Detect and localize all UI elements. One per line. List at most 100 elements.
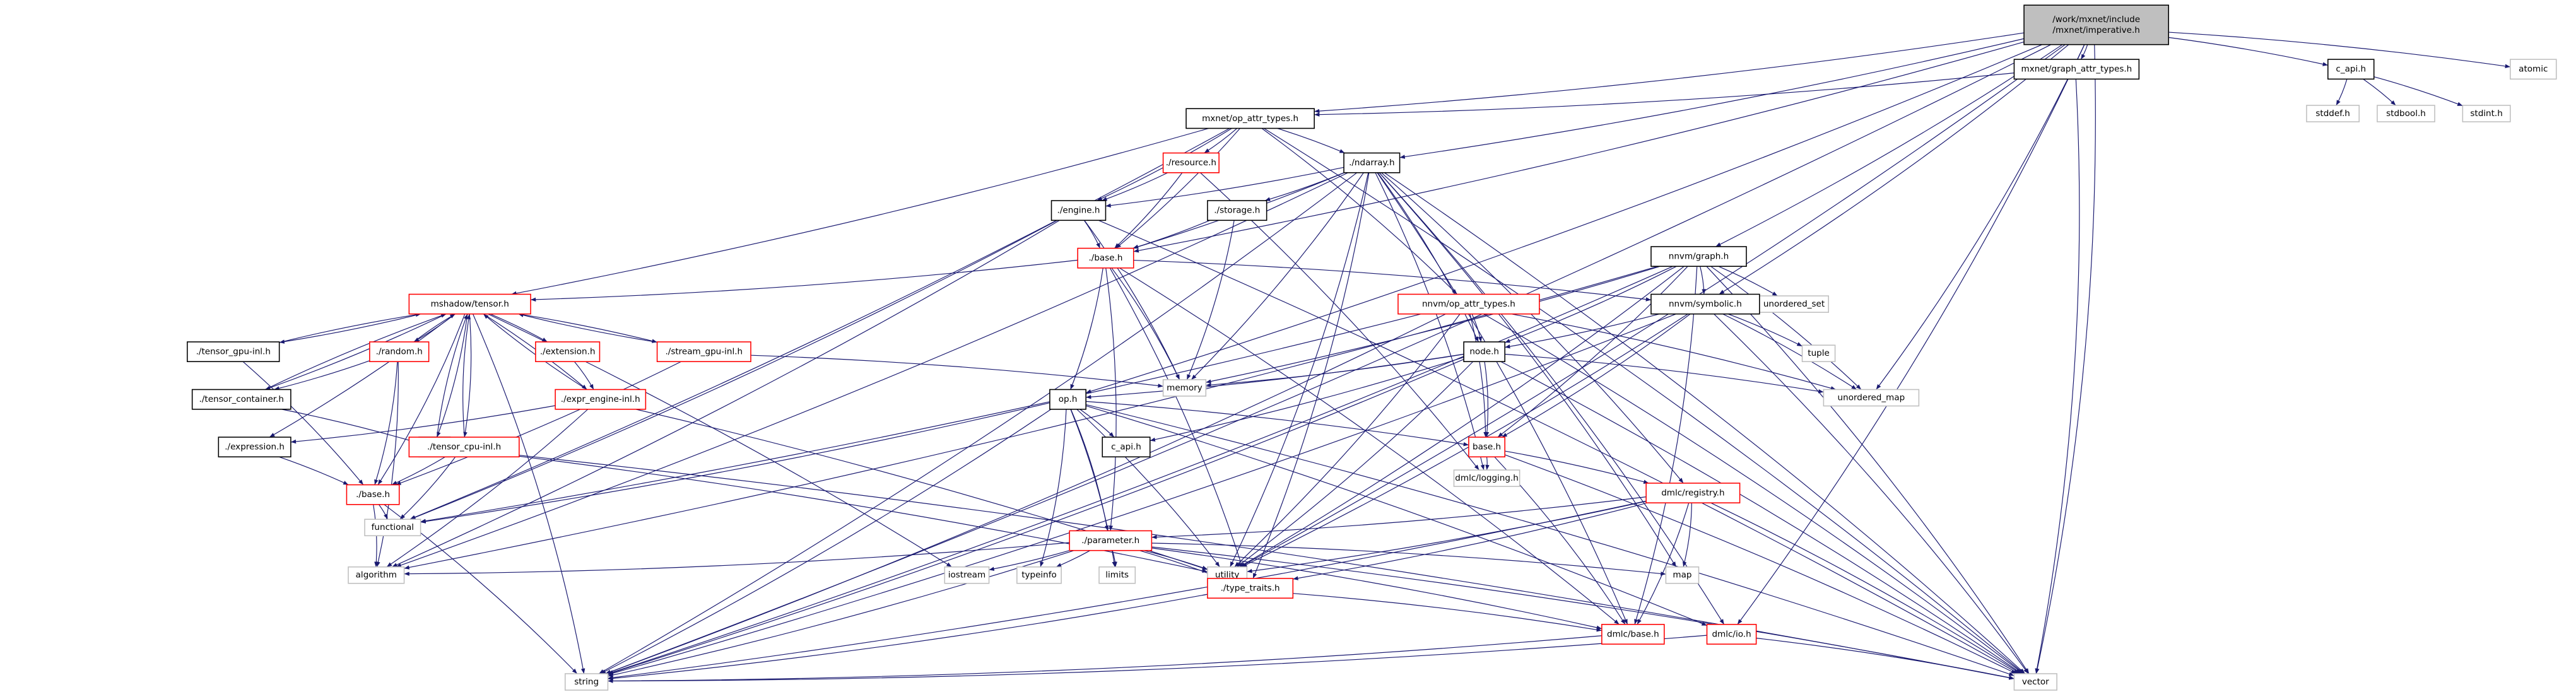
node-dmlc_base[interactable]: dmlc/base.h [1601,624,1665,645]
node-label: node.h [1469,347,1499,357]
edge-imperative-to-op [1086,44,2043,394]
edge-tensor-to-tensor_gpu [279,314,421,344]
node-parameter[interactable]: ./parameter.h [1069,530,1153,551]
edge-graph_attr-to-vector [2035,79,2080,674]
node-box [191,389,291,410]
node-engine[interactable]: ./engine.h [1050,200,1107,221]
node-base_up[interactable]: ./base.h [1077,247,1134,269]
edge-imperative-to-op_attr [1314,32,2025,114]
node-nnvm_base[interactable]: base.h [1468,437,1506,458]
edge-tensor_cpu-to-functional [399,456,456,520]
node-box [656,341,751,363]
node-op[interactable]: op.h [1049,389,1086,410]
node-stddef: stddef.h [2306,105,2360,122]
node-box [1077,247,1134,269]
node-box [1397,293,1540,315]
edge-node-to-string [608,359,1464,675]
node-box [555,389,647,410]
edge-ndarray-to-string [599,172,1358,674]
node-box [1207,200,1267,221]
node-tensor[interactable]: mshadow/tensor.h [408,293,531,315]
node-nnvm_graph[interactable]: nnvm/graph.h [1650,246,1747,267]
node-c_api_top[interactable]: c_api.h [2327,59,2375,80]
edge-imperative-to-nnvm_graph [1715,44,2063,247]
node-label: nnvm/op_attr_types.h [1422,299,1515,309]
edge-stream_gpu-to-tensor [518,313,657,343]
node-op_attr[interactable]: mxnet/op_attr_types.h [1185,108,1315,129]
node-c_api_low[interactable]: c_api.h [1102,437,1151,458]
node-expr_engine[interactable]: ./expr_engine-inl.h [555,389,647,410]
node-random[interactable]: ./random.h [369,341,430,363]
node-box [564,673,609,691]
node-label: utility [1215,570,1239,580]
edge-tensor_container-to-io [281,409,420,444]
node-limits: limits [1098,566,1136,584]
edge-symbolic-to-vector [1714,314,2029,674]
node-box [1645,483,1741,503]
edge-nnvm_graph-to-string [608,266,1673,674]
node-extension[interactable]: ./extension.h [535,341,601,363]
edge-node-to-unordered_map [1505,353,1824,394]
node-expression[interactable]: ./expression.h [218,437,291,458]
node-box [1759,295,1829,313]
edge-op-to-string [600,409,1052,674]
node-box [1207,578,1294,599]
edge-base_up-to-memory [1111,267,1180,380]
node-box [2462,105,2511,122]
edge-tensor-to-stream_gpu [518,314,657,343]
edge-tensor-to-string [473,314,585,674]
node-stream_gpu[interactable]: ./stream_gpu-inl.h [656,341,751,363]
node-tensor_cpu[interactable]: ./tensor_cpu-inl.h [408,437,520,458]
edge-nnvm_graph-to-nnvm_base [1497,266,1688,438]
edge-registry-to-dmlc_base [1637,503,1690,625]
node-box [218,437,291,458]
node-unordered_map: unordered_map [1823,389,1920,407]
edge-imperative-to-vector [2035,44,2096,674]
edge-op-to-dmlc_io [1086,405,1707,626]
node-box [1601,624,1665,645]
edge-engine-to-memory [1084,220,1180,380]
node-label: ./storage.h [1214,206,1260,216]
node-box [1650,293,1760,315]
node-graph_attr[interactable]: mxnet/graph_attr_types.h [2013,59,2140,80]
node-resource[interactable]: ./resource.h [1162,152,1220,173]
edge-tensor_cpu-to-vector [519,455,2014,680]
node-dmlc_io[interactable]: dmlc/io.h [1706,624,1757,645]
node-map: map [1665,566,1700,584]
edge-random-to-base_low [374,361,398,485]
edge-base_up-to-parameter [1105,267,1117,531]
edge-nnvm_opattr-to-node [1471,314,1483,343]
node-label: mshadow/tensor.h [431,299,509,309]
node-box [1162,379,1207,397]
node-label: dmlc/logging.h [1455,473,1519,483]
edge-parameter-to-string [608,550,1074,677]
node-nnvm_opattr[interactable]: nnvm/op_attr_types.h [1397,293,1540,315]
edge-tensor-to-tensor_container [265,314,447,390]
edge-tensor_cpu-to-base_low [391,456,446,486]
node-tensor_container[interactable]: ./tensor_container.h [191,389,291,410]
node-label: /mxnet/imperative.h [2052,25,2140,35]
node-registry[interactable]: dmlc/registry.h [1645,483,1741,503]
edge-tensor-to-base_low [377,314,466,485]
node-label: memory [1167,383,1203,393]
node-label: ./resource.h [1166,158,1216,168]
edge-base_up-to-dmlc_base [1119,267,1620,625]
node-type_traits[interactable]: ./type_traits.h [1207,578,1294,599]
node-label: algorithm [356,570,397,580]
node-symbolic[interactable]: nnvm/symbolic.h [1650,293,1760,315]
node-box [1453,469,1520,487]
node-imperative[interactable]: /work/mxnet/include/mxnet/imperative.h [2023,4,2170,45]
node-storage[interactable]: ./storage.h [1207,200,1267,221]
node-tensor_gpu[interactable]: ./tensor_gpu-inl.h [187,341,280,363]
node-label: ./extension.h [540,347,596,357]
edge-c_api_top-to-stdbool [2363,78,2396,106]
node-base_low[interactable]: ./base.h [346,484,400,505]
node-box [1162,152,1220,173]
node-box [1650,246,1747,267]
node-box [944,566,990,584]
edge-random-to-tensor [413,314,456,343]
node-box [408,293,531,315]
node-ndarray[interactable]: ./ndarray.h [1343,152,1401,173]
node-node[interactable]: node.h [1463,341,1506,363]
node-label: atomic [2519,64,2548,74]
